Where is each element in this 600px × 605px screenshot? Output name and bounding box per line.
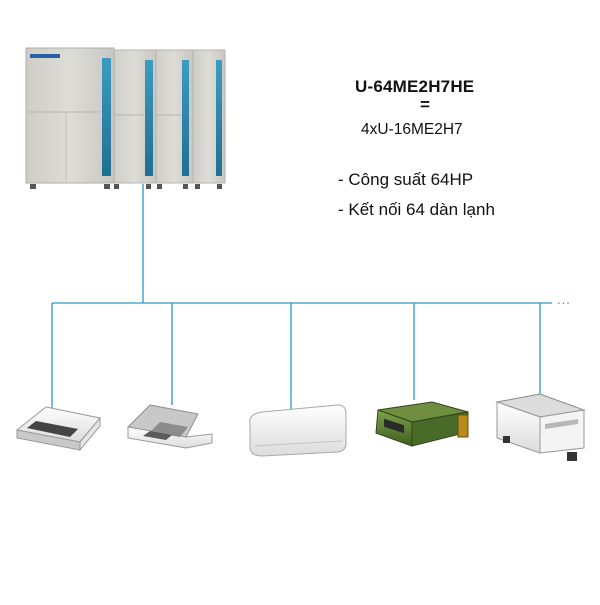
refrigerant-piping <box>51 184 552 418</box>
ceiling-cassette-4way-icon <box>126 404 213 449</box>
wall-mounted-icon <box>249 404 347 457</box>
equals-sign: = <box>420 95 430 114</box>
outdoor-unit-2 <box>111 49 157 189</box>
floor-standing-icon <box>495 393 586 461</box>
outdoor-unit-4 <box>192 49 226 189</box>
outdoor-unit-3 <box>154 49 194 189</box>
combination-label: 4xU-16ME2H7 <box>361 121 463 138</box>
ceiling-cassette-1way-icon <box>15 406 101 452</box>
spec-connections: - Kết nối 64 dàn lạnh <box>338 200 495 219</box>
concealed-duct-icon <box>375 401 469 447</box>
model-title: U-64ME2H7HE <box>355 77 475 96</box>
outdoor-unit-1 <box>25 47 115 189</box>
spec-capacity: - Công suất 64HP <box>338 170 474 189</box>
brand-logo-icon <box>30 54 60 58</box>
more-units-indicator: ... <box>557 292 571 307</box>
